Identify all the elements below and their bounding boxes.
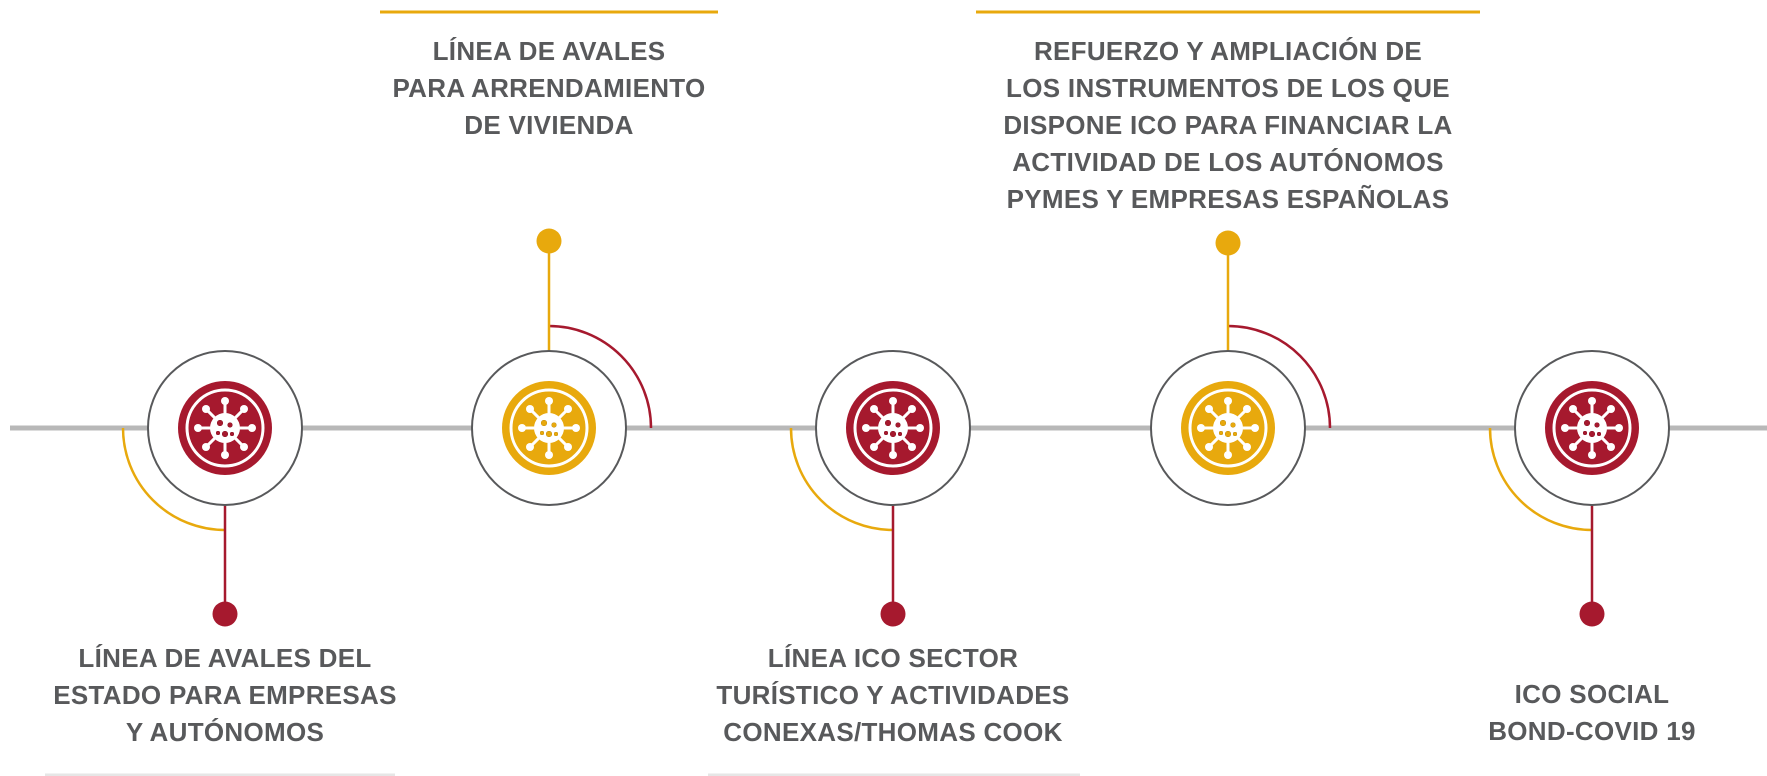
virus-icon [860, 395, 926, 461]
label-line: REFUERZO Y AMPLIACIÓN DE [1033, 36, 1423, 66]
label-line: TURÍSTICO Y ACTIVIDADES [716, 680, 1070, 710]
virus-icon-spots [884, 420, 902, 437]
virus-icon-spots [1583, 420, 1601, 437]
accent-arc [1488, 427, 1593, 532]
label-line: LÍNEA DE AVALES DEL [78, 643, 372, 673]
milestone-dot [1215, 230, 1241, 256]
virus-icon-spots [216, 420, 234, 437]
virus-icon-spots [1219, 420, 1237, 437]
milestone-label-2: LÍNEA DE AVALES PARA ARRENDAMIENTO DE VIVI… [349, 33, 749, 144]
milestone-dot [880, 601, 906, 627]
milestone-5 [1488, 350, 1670, 627]
milestone-4 [976, 10, 1480, 506]
milestone-3 [708, 350, 1080, 776]
milestone-1 [45, 350, 395, 776]
milestone-dot [1579, 601, 1605, 627]
milestone-label-1: LÍNEA DE AVALES DEL ESTADO PARA EMPRESAS Y… [25, 640, 425, 751]
label-line: ESTADO PARA EMPRESAS [53, 680, 397, 710]
label-line: LÍNEA ICO SECTOR [767, 643, 1019, 673]
accent-arc [548, 324, 653, 429]
label-line: CONEXAS/THOMAS COOK [723, 717, 1063, 747]
accent-arc [1227, 324, 1332, 429]
label-line: ACTIVIDAD DE LOS AUTÓNOMOS [1012, 147, 1444, 177]
milestone-label-4: REFUERZO Y AMPLIACIÓN DE LOS INSTRUMENTOS… [968, 33, 1488, 218]
label-line: PYMES Y EMPRESAS ESPAÑOLAS [1006, 184, 1450, 214]
label-line: PARA ARRENDAMIENTO [392, 73, 706, 103]
virus-icon [1559, 395, 1625, 461]
label-line: ICO SOCIAL [1514, 679, 1670, 709]
virus-icon-spots [540, 420, 558, 437]
label-line: LOS INSTRUMENTOS DE LOS QUE [1006, 73, 1450, 103]
label-line: LÍNEA DE AVALES [432, 36, 666, 66]
badge-inner-ring [1188, 388, 1268, 468]
milestone-label-3: LÍNEA ICO SECTOR TURÍSTICO Y ACTIVIDADES C… [683, 640, 1103, 751]
label-line: BOND-COVID 19 [1488, 716, 1696, 746]
virus-icon [1195, 395, 1261, 461]
accent-arc [121, 427, 226, 532]
label-line: DE VIVIENDA [464, 110, 634, 140]
badge-inner-ring [853, 388, 933, 468]
milestone-2 [380, 10, 718, 506]
badge-inner-ring [185, 388, 265, 468]
badge-inner-ring [1552, 388, 1632, 468]
accent-arc [789, 427, 894, 532]
virus-icon [516, 395, 582, 461]
badge-inner-ring [509, 388, 589, 468]
virus-icon [192, 395, 258, 461]
milestone-dot [536, 228, 562, 254]
label-line: DISPONE ICO PARA FINANCIAR LA [1003, 110, 1453, 140]
label-line: Y AUTÓNOMOS [125, 717, 325, 747]
milestone-dot [212, 601, 238, 627]
milestone-label-5: ICO SOCIAL BOND-COVID 19 [1452, 676, 1732, 750]
